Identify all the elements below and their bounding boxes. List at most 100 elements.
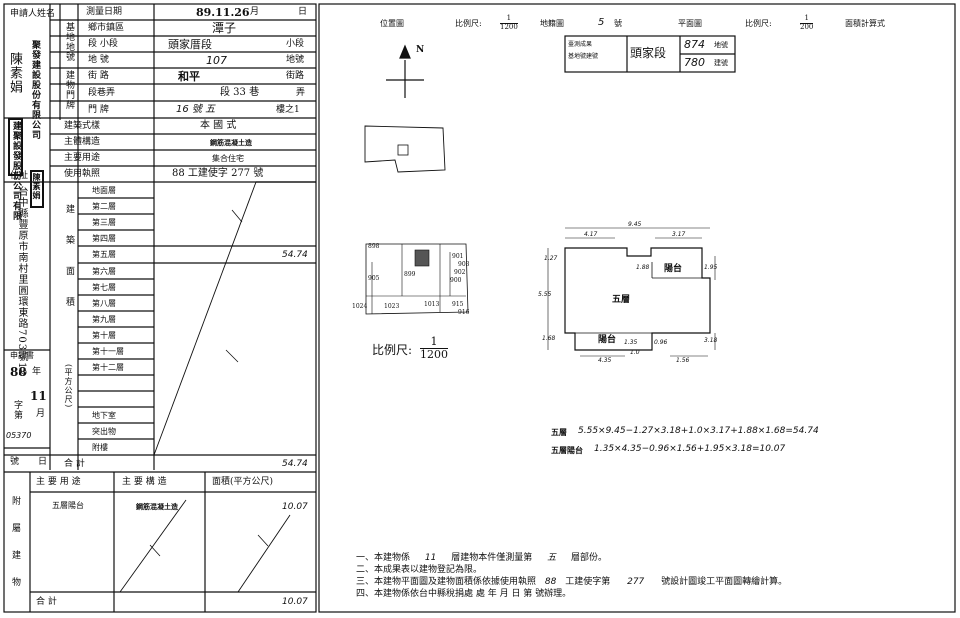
request-day-label: 日 bbox=[38, 457, 48, 467]
floor-label: 第十層 bbox=[92, 331, 116, 340]
floor-label: 地下室 bbox=[92, 411, 116, 420]
door-row-2-suffix: 弄 bbox=[296, 88, 306, 98]
dimension: 1.95 bbox=[704, 264, 718, 271]
door-row-1-value: 和平 bbox=[178, 70, 200, 83]
request-year-label: 年 bbox=[32, 367, 42, 377]
survey-day-label: 日 bbox=[298, 7, 308, 17]
info-row-4-value: 88 工建使字 277 號 bbox=[172, 168, 264, 179]
box-land-no: 874 bbox=[684, 38, 705, 51]
floor-label: 第九層 bbox=[92, 315, 116, 324]
plan-balcony-2: 陽台 bbox=[598, 335, 617, 345]
parcel-number: 905 bbox=[368, 275, 380, 282]
plan-balcony-1: 陽台 bbox=[664, 264, 683, 274]
floor-plan-title: 平面圖 bbox=[678, 19, 702, 28]
floor-label: 附樓 bbox=[92, 443, 108, 452]
left-frame bbox=[3, 3, 317, 613]
floor-label: 第四層 bbox=[92, 234, 116, 243]
dimension: 3.17 bbox=[672, 231, 686, 238]
big-scale-label: 比例尺: bbox=[372, 343, 413, 357]
floor-label: 第五層 bbox=[92, 250, 116, 259]
dimension: 1.56 bbox=[676, 357, 690, 364]
attach-row-use: 五層陽台 bbox=[52, 501, 84, 510]
parcel-number: 899 bbox=[404, 271, 416, 278]
base-row-3-label: 地 號 bbox=[88, 55, 109, 65]
door-label: 建物門牌 bbox=[64, 70, 74, 110]
base-row-2-label: 段 小段 bbox=[88, 39, 118, 49]
dimension: 4.35 bbox=[598, 357, 612, 364]
dimension: 1.35 bbox=[624, 339, 638, 346]
door-row-2-label: 段巷弄 bbox=[88, 88, 116, 98]
door-row-1-label: 街 路 bbox=[88, 71, 109, 81]
door-row-3-suffix: 樓之1 bbox=[276, 105, 300, 115]
parcel-number: 898 bbox=[368, 243, 380, 250]
parcel-number: 900 bbox=[450, 277, 462, 284]
parcel-number: 903 bbox=[458, 261, 470, 268]
dimension: 1.88 bbox=[636, 264, 650, 271]
formula-2-label: 五層陽台 bbox=[551, 445, 583, 455]
representative-name: 陳素娟 bbox=[7, 52, 22, 94]
total-label: 合 計 bbox=[64, 459, 85, 469]
company-name: 聚發建設股份有限公司 bbox=[30, 40, 40, 140]
attach-row-area: 10.07 bbox=[282, 502, 308, 512]
floor-label: 第十一層 bbox=[92, 347, 124, 356]
floor-label: 突出物 bbox=[92, 427, 116, 436]
floor-label: 第十二層 bbox=[92, 363, 124, 372]
area-calc-title: 面積計算式 bbox=[845, 19, 885, 28]
box-land-label: 地號 bbox=[714, 41, 728, 49]
note-3: 三、本建物平面圖及建物面積係依據使用執照 88 工建使字第 277 號設計圖竣工… bbox=[356, 577, 788, 587]
box-sub: 基地號建號 bbox=[568, 53, 599, 60]
right-frame bbox=[318, 3, 956, 613]
request-month-value: 11 bbox=[30, 389, 47, 403]
formula-1-label: 五層 bbox=[551, 427, 567, 437]
survey-date-value: 89.11.26 bbox=[196, 6, 250, 19]
info-row-2-label: 主體構造 bbox=[64, 137, 101, 147]
note-4: 四、本建物係依台中縣稅捐處 處 年 月 日 第 號辦理。 bbox=[356, 589, 572, 599]
plan-floor-label: 五層 bbox=[612, 295, 631, 305]
request-year-value: 88 bbox=[10, 365, 27, 379]
floor-label: 第三層 bbox=[92, 218, 116, 227]
parcel-number: 901 bbox=[452, 253, 464, 260]
plan-scale-label: 比例尺: bbox=[745, 19, 772, 28]
info-row-3-label: 主要用途 bbox=[64, 153, 101, 163]
base-row-2-suffix: 小段 bbox=[286, 39, 305, 49]
formula-2: 1.35×4.35−0.96×1.56+1.95×3.18=10.07 bbox=[594, 444, 786, 454]
sheet-label: 地籍圖 bbox=[540, 19, 564, 28]
personal-seal: 陳素娟 bbox=[30, 170, 44, 208]
dimension: 5.55 bbox=[538, 291, 552, 298]
formula-1: 5.55×9.45−1.27×3.18+1.0×3.17+1.88×1.68=5… bbox=[578, 426, 819, 436]
floor-label: 地面層 bbox=[92, 186, 116, 195]
base-row-1-value: 潭子 bbox=[212, 21, 237, 35]
attach-col-use: 主 要 用 途 bbox=[36, 477, 81, 487]
parcel-number: 1024 bbox=[352, 303, 368, 310]
base-row-3-value: 107 bbox=[206, 54, 227, 67]
base-row-2-value: 頭家厝段 bbox=[168, 38, 212, 51]
parcel-number: 916 bbox=[458, 309, 470, 316]
survey-date-label: 測量日期 bbox=[86, 7, 123, 17]
location-scale-label: 比例尺: bbox=[455, 19, 482, 28]
parcel-number: 1013 bbox=[424, 301, 440, 308]
parcel-number: 902 bbox=[454, 269, 466, 276]
sheet-suffix: 號 bbox=[614, 19, 622, 28]
dimension: 0.96 bbox=[654, 339, 668, 346]
company-seal: 建聚設發股份公司有限 bbox=[8, 118, 23, 221]
note-1: 一、本建物係 11 層建物本件僅測量第 五 層部份。 bbox=[356, 553, 608, 563]
attach-col-area: 面積(平方公尺) bbox=[212, 477, 274, 487]
box-build-no: 780 bbox=[684, 56, 705, 69]
info-row-4-label: 使用執照 bbox=[64, 169, 101, 179]
base-row-1-label: 鄉市鎮區 bbox=[88, 23, 125, 33]
dimension: 1.0 bbox=[630, 349, 640, 356]
door-row-3-value: 16 號 五 bbox=[176, 104, 216, 115]
request-label: 申請書 bbox=[10, 351, 34, 360]
info-row-1-value: 本 國 式 bbox=[200, 120, 237, 131]
base-row-3-suffix: 地號 bbox=[286, 55, 305, 65]
fifth-floor-area: 54.74 bbox=[282, 250, 308, 260]
address-label: 住址 bbox=[10, 171, 29, 181]
request-hao-label: 號 bbox=[10, 457, 20, 467]
base-label: 基地地號 bbox=[64, 22, 74, 62]
note-2: 二、本成果表以建物登記為限。 bbox=[356, 565, 483, 575]
attach-group-label: 附屬建物 bbox=[10, 496, 20, 604]
area-group-label: 建築面積 bbox=[64, 204, 74, 328]
attach-col-struct: 主 要 構 造 bbox=[122, 477, 167, 487]
